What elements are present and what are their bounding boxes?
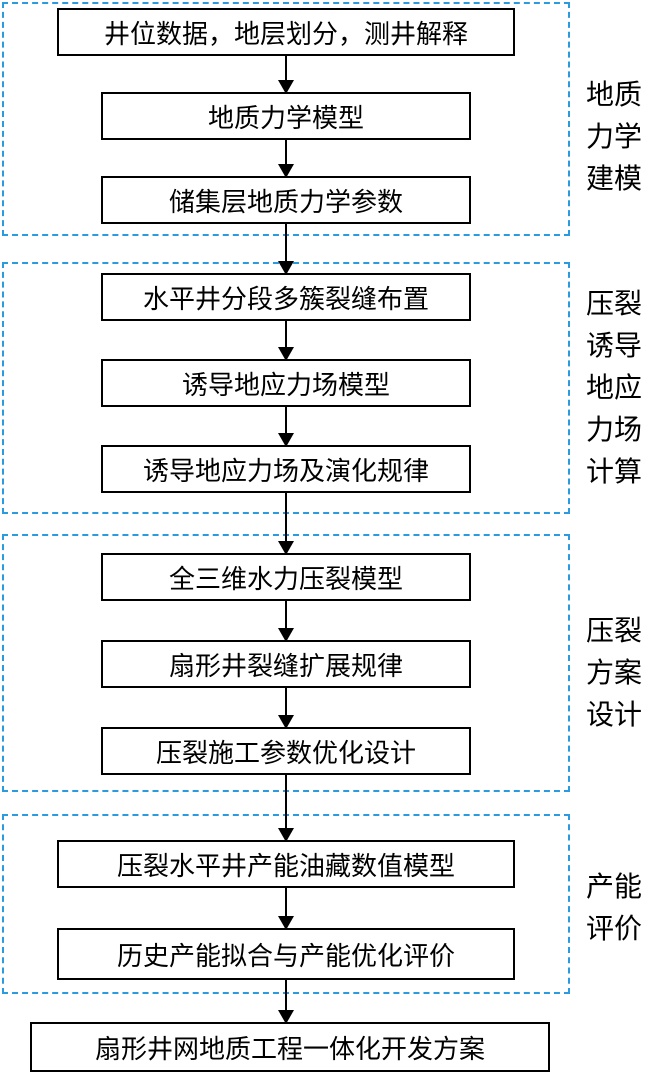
section-label-induced-stress: 压裂 诱导 地应 力场 计算 xyxy=(586,287,643,488)
section-label-geomechanics: 地质 力学 建模 xyxy=(586,78,643,195)
step-induced-stress-evolution: 诱导地应力场及演化规律 xyxy=(101,445,471,493)
flow-arrow xyxy=(278,493,294,555)
section-label-fracturing-design: 压裂 方案 设计 xyxy=(586,614,643,731)
step-3d-fracturing-model: 全三维水力压裂模型 xyxy=(101,553,471,601)
flow-arrow xyxy=(278,56,294,94)
step-induced-stress-model: 诱导地应力场模型 xyxy=(101,359,471,407)
step-fracture-placement: 水平井分段多簇裂缝布置 xyxy=(101,273,471,321)
step-geomechanical-model: 地质力学模型 xyxy=(101,92,471,140)
step-parameter-optimization: 压裂施工参数优化设计 xyxy=(101,727,471,775)
flow-arrow xyxy=(278,688,294,729)
step-final-plan: 扇形井网地质工程一体化开发方案 xyxy=(30,1022,550,1072)
flow-arrow xyxy=(278,140,294,178)
flow-arrow xyxy=(278,980,294,1024)
flow-arrow xyxy=(278,888,294,930)
flow-arrow xyxy=(278,224,294,275)
flow-arrow xyxy=(278,601,294,642)
flow-arrow xyxy=(278,407,294,447)
step-well-data: 井位数据，地层划分，测井解释 xyxy=(57,8,515,56)
flow-arrow xyxy=(278,321,294,361)
step-history-matching: 历史产能拟合与产能优化评价 xyxy=(57,928,515,980)
flow-arrow xyxy=(278,775,294,842)
section-label-productivity: 产能 评价 xyxy=(586,870,643,945)
step-productivity-model: 压裂水平井产能油藏数值模型 xyxy=(57,840,515,888)
step-fracture-propagation: 扇形井裂缝扩展规律 xyxy=(101,640,471,688)
step-reservoir-parameters: 储集层地质力学参数 xyxy=(101,176,471,224)
